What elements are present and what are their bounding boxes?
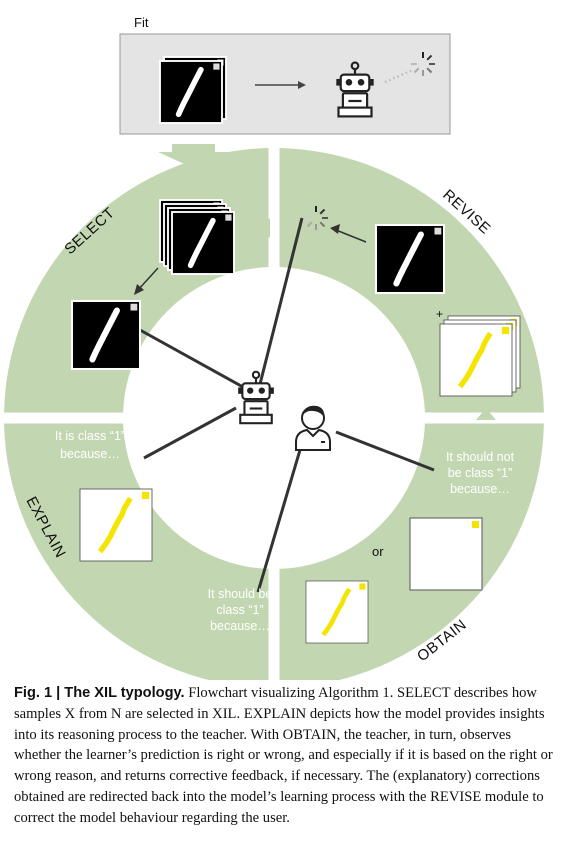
select-arrow-icon [137, 267, 159, 291]
fit-arrowhead-icon [298, 81, 306, 89]
select-arrowhead-icon [134, 284, 144, 295]
teacher-text-line-3: because… [450, 482, 510, 496]
xil-typology-diagram: Fit [4, 15, 566, 680]
spoke-revise [256, 217, 304, 393]
figure-caption: Fig. 1 | The XIL typology. Flowchart vis… [14, 683, 554, 829]
caption-label: Fig. 1 | The XIL typology. [14, 685, 185, 701]
spoke-teacher [335, 430, 435, 472]
selected-digit-image [72, 301, 140, 369]
revise-loading-spinner-icon [304, 206, 328, 230]
obtain-empty-map-image [409, 517, 483, 591]
revise-to-select-arrow-icon [258, 218, 270, 238]
teacher-text-line-2: be class “1” [448, 466, 513, 480]
select-digit-stack [160, 200, 234, 274]
fit-loading-spinner-icon [411, 52, 435, 76]
select-to-explain-arrow-icon [88, 392, 104, 404]
teacher-text-line-1: It should not [446, 450, 515, 464]
explain-text-line-1: It is class “1” [55, 429, 125, 443]
revise-arrowhead-icon [330, 224, 340, 234]
center-disc [123, 267, 425, 569]
or-label: or [372, 544, 384, 559]
explain-to-obtain-arrow-icon [168, 572, 186, 592]
spoke-explain [143, 406, 237, 460]
obtain-text-line-3: because… [210, 619, 270, 633]
spoke-obtain [256, 449, 302, 593]
explain-saliency-image [80, 489, 152, 561]
explain-text-line-2: because… [60, 447, 120, 461]
obtain-text-line-1: It should be [208, 587, 273, 601]
revise-digit-image [376, 225, 444, 293]
plus-label: + [436, 307, 443, 321]
caption-text: Flowchart visualizing Algorithm 1. SELEC… [14, 685, 553, 826]
spoke-select [139, 328, 253, 394]
teacher-icon [295, 405, 331, 451]
fit-digit-stack [160, 57, 226, 123]
obtain-text-line-2: class “1” [216, 603, 263, 617]
fit-dotted-link [384, 68, 414, 84]
revise-saliency-stack [440, 316, 520, 396]
obtain-saliency-image [306, 581, 368, 643]
obtain-to-revise-arrow-icon [476, 408, 496, 420]
revise-arrow-icon [335, 229, 367, 243]
fit-label: Fit [134, 15, 149, 30]
fit-down-arrow-icon [158, 144, 228, 168]
